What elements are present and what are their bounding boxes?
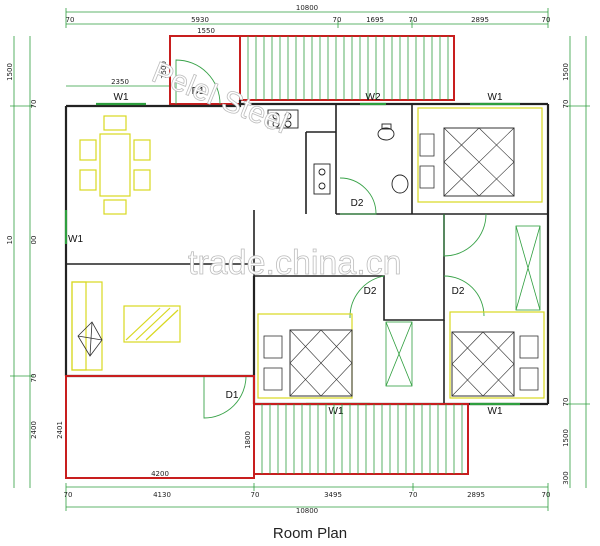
watermark-text: trade.china.cn — [188, 244, 402, 282]
dim-right-top: 1500 — [562, 63, 570, 81]
dim-top-seg2: 1695 — [366, 16, 384, 24]
sofa-detail — [77, 321, 103, 357]
dim-right-last: 300 — [562, 471, 570, 484]
plan-title: Room Plan — [273, 525, 347, 542]
dim-right-70a: 70 — [562, 100, 570, 109]
dim-left-70a: 70 — [30, 100, 38, 109]
dim-top-seg1: 5930 — [191, 16, 209, 24]
dim-top-70a: 70 — [66, 16, 75, 24]
dim-bot-seg2: 3495 — [324, 491, 342, 499]
doors — [175, 59, 487, 419]
dim-left-mid-b: 00 — [30, 236, 38, 245]
top-staircase — [169, 35, 455, 105]
bed-top-right — [417, 107, 543, 203]
dim-bot-seg1: 4130 — [153, 491, 171, 499]
wardrobes — [385, 225, 541, 387]
bottom-porch — [65, 375, 469, 479]
label-w1-left: W1 — [68, 234, 83, 245]
label-w1-bottom-right: W1 — [488, 406, 503, 417]
bed-bottom-left — [257, 313, 353, 399]
dim-bot-70a: 70 — [64, 491, 73, 499]
dim-porch: 4200 — [151, 470, 169, 478]
dim-bot-total: 10800 — [296, 507, 318, 515]
dim-bot-70c: 70 — [409, 491, 418, 499]
label-d2-mid: D2 — [364, 286, 377, 297]
dim-right-70b: 70 — [562, 398, 570, 407]
dim-left-top: 1500 — [6, 63, 14, 81]
label-d2-bath: D2 — [351, 198, 364, 209]
dim-stair-height: 1500 — [160, 61, 168, 79]
label-w2-bath: W2 — [366, 92, 381, 103]
sofa-set — [71, 281, 181, 371]
dim-left-70b: 70 — [30, 374, 38, 383]
bed-bottom-right — [449, 311, 545, 399]
dim-left-inner: 2401 — [56, 421, 64, 439]
dim-stair-bottom: 1800 — [244, 431, 252, 449]
right-dimensions — [566, 36, 590, 488]
dim-top-total: 10800 — [296, 4, 318, 12]
dim-2350: 2350 — [111, 78, 129, 86]
label-w1-bottom-mid: W1 — [329, 406, 344, 417]
dim-top-70d: 70 — [542, 16, 551, 24]
dim-bot-70d: 70 — [542, 491, 551, 499]
dim-bot-70b: 70 — [251, 491, 260, 499]
label-w1-top-right: W1 — [488, 92, 503, 103]
dim-top-70c: 70 — [409, 16, 418, 24]
label-d1-top: D1 — [192, 86, 205, 97]
dim-top-70b: 70 — [333, 16, 342, 24]
dim-right-bottom: 1500 — [562, 429, 570, 447]
dim-left-mid-a: 10 — [6, 236, 14, 245]
dim-top-seg3: 2895 — [471, 16, 489, 24]
label-d1-bottom: D1 — [226, 390, 239, 401]
dining-table — [79, 115, 151, 215]
dim-left-bottom: 2400 — [30, 421, 38, 439]
kitchen-fixtures — [267, 109, 409, 195]
dim-bot-seg3: 2895 — [467, 491, 485, 499]
dim-stair-width: 1550 — [197, 27, 215, 35]
label-w1-top-left: W1 — [114, 92, 129, 103]
label-d2-right: D2 — [452, 286, 465, 297]
